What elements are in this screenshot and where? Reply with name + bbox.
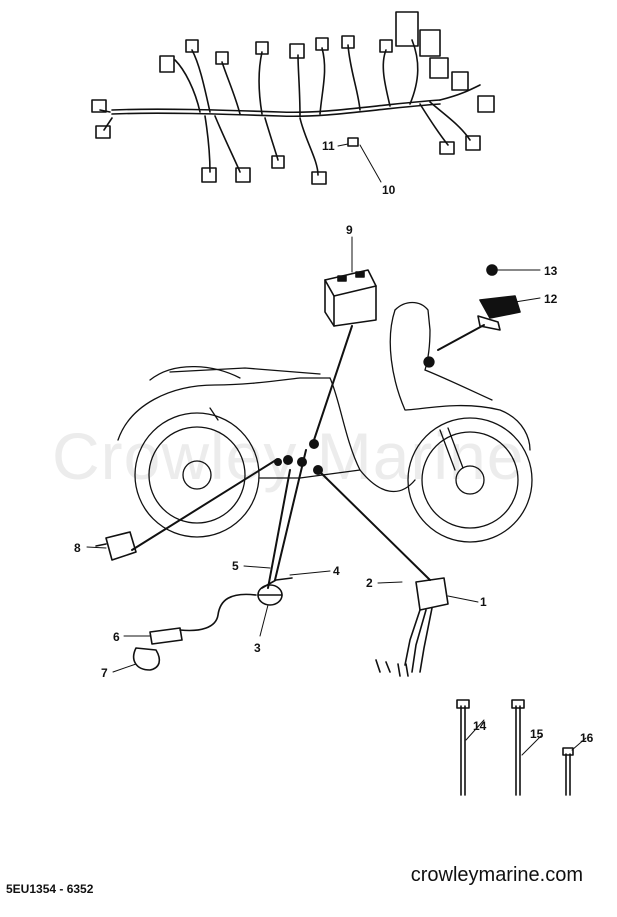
callout-3: 3 [254, 641, 261, 655]
callout-8: 8 [74, 541, 81, 555]
callout-6: 6 [113, 630, 120, 644]
callout-12: 12 [544, 292, 558, 306]
drawing-code: 5EU1354 - 6352 [6, 882, 94, 896]
callout-labels: 9 10 11 13 12 8 5 4 2 1 3 6 7 14 15 16 [74, 139, 594, 745]
site-name: crowleymarine.com [410, 864, 583, 886]
attach-dots [274, 439, 323, 475]
callout-15: 15 [530, 727, 544, 741]
scooter-outline [117, 301, 533, 543]
callout-7: 7 [101, 666, 108, 680]
callout-14: 14 [473, 719, 487, 733]
spark-plug-cap [132, 627, 183, 671]
ignition-coil [179, 577, 293, 632]
pointer-lines [131, 324, 485, 589]
cdi-unit [375, 577, 449, 677]
callout-13: 13 [544, 264, 558, 278]
callout-10: 10 [382, 183, 396, 197]
bolts [456, 699, 574, 796]
flasher-relay [95, 531, 137, 561]
callout-5: 5 [232, 559, 239, 573]
relay-bracket [477, 264, 521, 331]
leader-lines [86, 143, 587, 756]
callout-11: 11 [322, 139, 335, 153]
battery [324, 269, 377, 327]
callout-2: 2 [366, 576, 373, 590]
wire-harness [91, 11, 495, 185]
callout-16: 16 [580, 731, 594, 745]
callout-4: 4 [333, 564, 340, 578]
callout-9: 9 [346, 223, 353, 237]
callout-1: 1 [480, 595, 487, 609]
